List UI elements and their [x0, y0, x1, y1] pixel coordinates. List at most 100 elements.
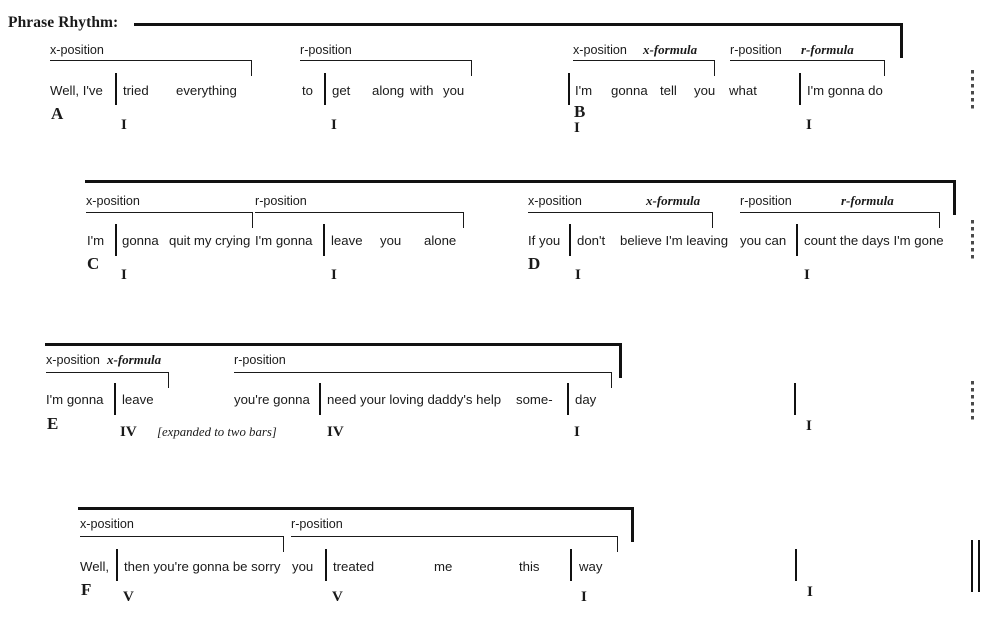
- rowC-barline-2: [323, 224, 325, 256]
- rowF-lyric-6: this: [519, 559, 540, 574]
- rowA-x-position-label: x-position: [50, 43, 104, 57]
- rowA-r-position-end-tick: [471, 60, 473, 76]
- rowC-lyric-4: I'm gonna: [255, 233, 313, 248]
- rowE-expansion-annotation: [expanded to two bars]: [157, 425, 277, 439]
- rowA-lyric-7: with: [410, 83, 434, 98]
- system-2-end-dotted-barline: [971, 220, 974, 262]
- rowF-r-position-rule: [291, 536, 618, 538]
- rowE-r-position-rule: [234, 372, 612, 374]
- rowF-barline-3: [570, 549, 572, 581]
- rowA-lyric-2: tried: [123, 83, 149, 98]
- rowC-x-position-end-tick: [252, 212, 254, 228]
- system-4-thick-end-tick: [631, 507, 634, 542]
- rowC-x-position-rule: [86, 212, 253, 214]
- rowD-barline-1: [569, 224, 571, 256]
- rowF-chord-2: V: [332, 589, 343, 605]
- rowA-chord-1: I: [121, 117, 127, 133]
- rowA-r-position-rule: [300, 60, 472, 62]
- rowF-lyric-2: then you're gonna be sorry: [124, 559, 281, 574]
- rowA-barline-2: [324, 73, 326, 105]
- rowD-r-position-end-tick: [939, 212, 941, 228]
- rowB-lyric-4: you: [694, 83, 716, 98]
- rowC-chord-1: I: [121, 267, 127, 283]
- rowE-barline-2: [319, 383, 321, 415]
- rowC-lyric-1: I'm: [87, 233, 105, 248]
- rowA-lyric-6: along: [372, 83, 405, 98]
- rowA-lyric-8: you: [443, 83, 465, 98]
- rowD-section-letter: D: [528, 254, 541, 273]
- rowA-lyric-lead: Well, I've: [50, 83, 103, 98]
- rowE-lyric-6: day: [575, 392, 597, 407]
- rowB-lyric-1: I'm: [575, 83, 593, 98]
- rowA-lyric-3: everything: [176, 83, 237, 98]
- rowE-chord-2: IV: [327, 424, 344, 440]
- rowE-trailing-barline: [794, 383, 796, 415]
- rowC-lyric-5: leave: [331, 233, 363, 248]
- rowF-chord-3: I: [581, 589, 587, 605]
- rowB-lyric-5: what: [729, 83, 757, 98]
- rowE-lyric-1: I'm gonna: [46, 392, 104, 407]
- rowC-x-position-label: x-position: [86, 194, 140, 208]
- rowC-r-position-label: r-position: [255, 194, 307, 208]
- rowF-lyric-7: way: [579, 559, 603, 574]
- rowE-lyric-4: need your loving daddy's help: [327, 392, 502, 407]
- rowE-x-position-label: x-position: [46, 353, 100, 367]
- rowD-lyric-3: believe I'm leaving: [620, 233, 729, 248]
- rowF-r-position-label: r-position: [291, 517, 343, 531]
- rowE-chord-3: I: [574, 424, 580, 440]
- rowE-barline-3: [567, 383, 569, 415]
- rowA-r-position-label: r-position: [300, 43, 352, 57]
- rowD-lyric-4: you can: [740, 233, 787, 248]
- rowD-lyric-1: If you: [528, 233, 561, 248]
- rowD-x-formula-label: x-formula: [646, 193, 701, 208]
- rowB-barline-1: [568, 73, 570, 105]
- rowE-section-letter: E: [47, 414, 59, 433]
- rowE-x-position-end-tick: [168, 372, 170, 388]
- rowE-barline-1: [114, 383, 116, 415]
- rowF-chord-4: I: [807, 584, 813, 600]
- rowF-barline-2: [325, 549, 327, 581]
- rowC-section-letter: C: [87, 254, 100, 273]
- rowC-barline-1: [115, 224, 117, 256]
- rowB-r-position-rule: [730, 60, 885, 62]
- rowF-x-position-rule: [80, 536, 284, 538]
- rowE-r-position-end-tick: [611, 372, 613, 388]
- rowB-chord-1: I: [574, 120, 580, 136]
- rowF-x-position-end-tick: [283, 536, 285, 552]
- rowC-lyric-3: quit my crying: [169, 233, 251, 248]
- system-2-thick-rule: [85, 180, 956, 183]
- rowE-lyric-5: some-: [516, 392, 553, 407]
- rowD-r-position-rule: [740, 212, 940, 214]
- system-1-thick-rule: [134, 23, 903, 26]
- rowF-lyric-5: me: [434, 559, 453, 574]
- rowB-lyric-3: tell: [660, 83, 677, 98]
- rowD-r-position-label: r-position: [740, 194, 792, 208]
- rowB-lyric-6: I'm gonna do: [807, 83, 883, 98]
- rowB-r-position-label: r-position: [730, 43, 782, 57]
- rowD-x-position-rule: [528, 212, 713, 214]
- rowE-lyric-3: you're gonna: [234, 392, 310, 407]
- rowE-r-position-label: r-position: [234, 353, 286, 367]
- rowE-chord-1: IV: [120, 424, 137, 440]
- rowB-x-position-end-tick: [714, 60, 716, 76]
- rowE-lyric-2: leave: [122, 392, 154, 407]
- rowD-x-position-label: x-position: [528, 194, 582, 208]
- rowB-x-formula-label: x-formula: [643, 42, 698, 57]
- rowD-chord-2: I: [804, 267, 810, 283]
- rowB-lyric-2: gonna: [611, 83, 648, 98]
- system-3-end-dotted-barline: [971, 381, 974, 423]
- rowC-lyric-2: gonna: [122, 233, 159, 248]
- rowA-barline-1: [115, 73, 117, 105]
- system-3-thick-end-tick: [619, 343, 622, 378]
- rowB-r-formula-label: r-formula: [801, 42, 854, 57]
- rowD-lyric-2: don't: [577, 233, 606, 248]
- system-3-thick-rule: [45, 343, 622, 346]
- rowC-lyric-6: you: [380, 233, 402, 248]
- rowB-chord-2: I: [806, 117, 812, 133]
- figure-title: Phrase Rhythm:: [8, 14, 119, 31]
- rowD-lyric-5: count the days I'm gone: [804, 233, 944, 248]
- rowF-lyric-3: you: [292, 559, 314, 574]
- rowE-x-position-rule: [46, 372, 169, 374]
- system-4-thick-rule: [78, 507, 634, 510]
